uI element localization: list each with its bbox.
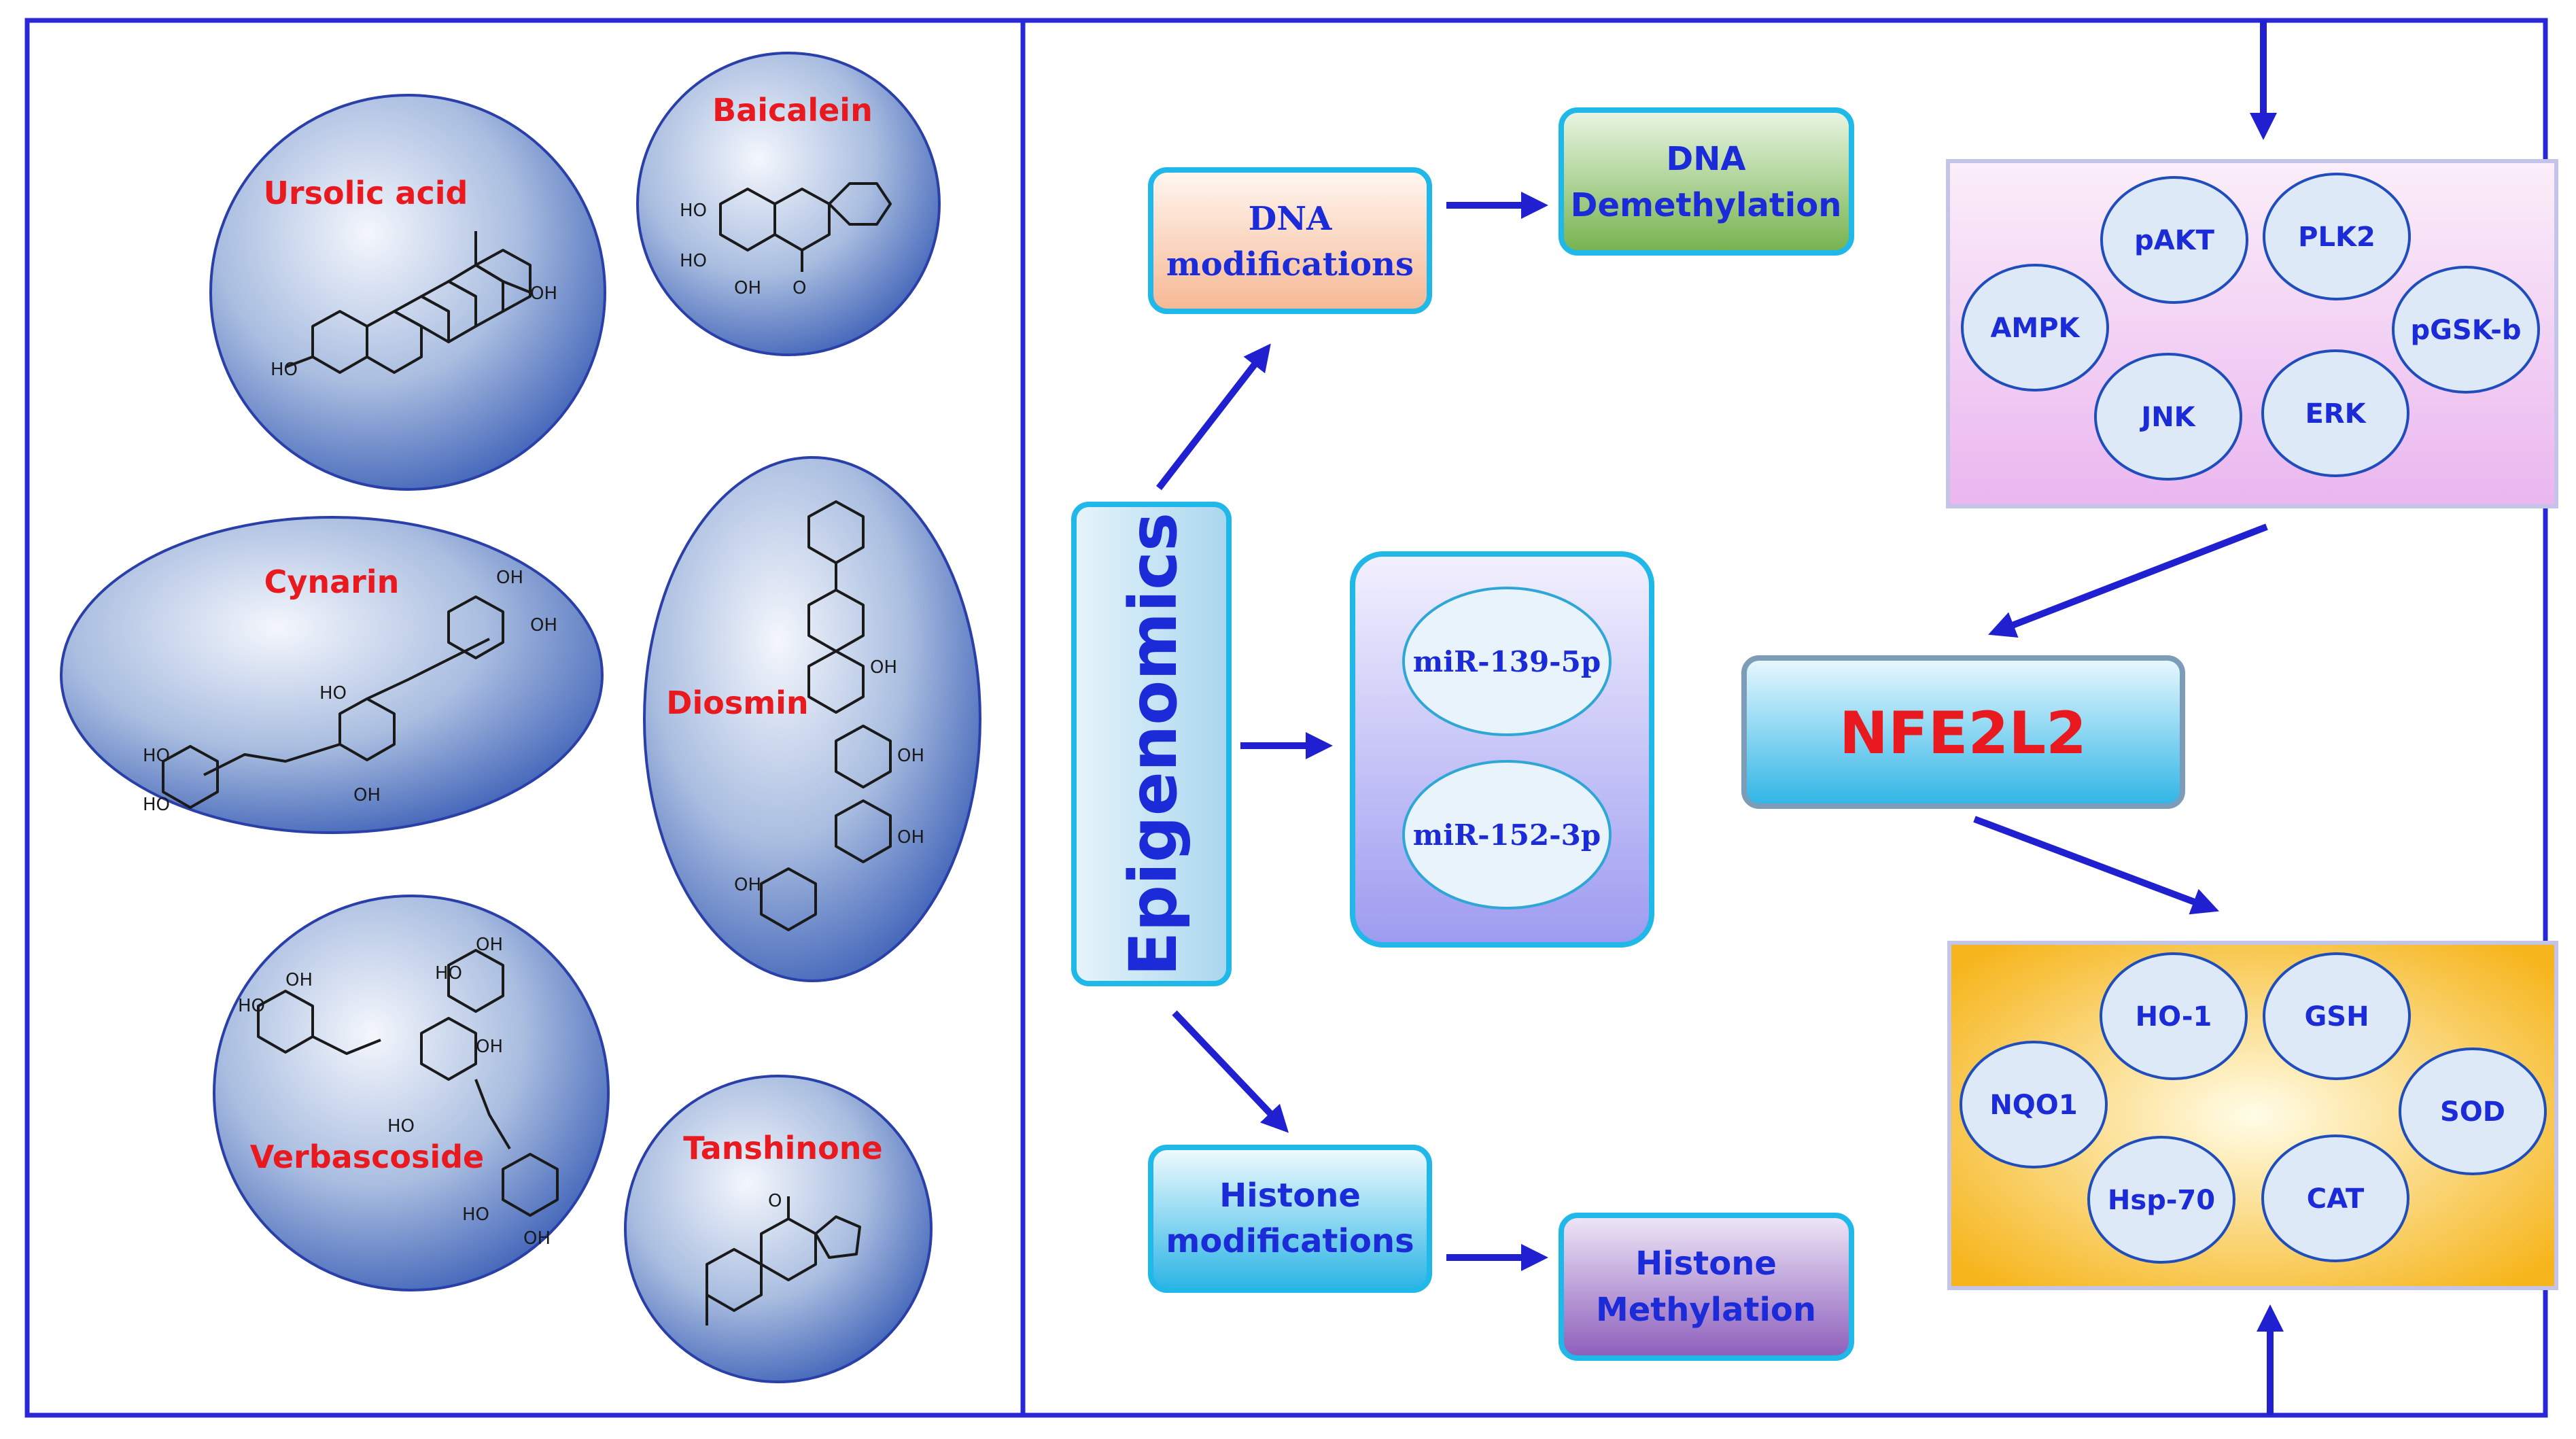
epigenomics-box: Epigenomics [1071,502,1232,986]
verbascoside-oh2-text: OH [476,935,503,955]
arrow-kinase-to-nfe [1988,523,2268,638]
gsh-label: GSH [2304,1001,2369,1033]
plk2-node [2263,173,2411,300]
plk2-label: PLK2 [2298,222,2375,253]
dna-demeth-line2: Demethylation [1571,186,1842,224]
sod-node [2399,1047,2547,1175]
verbascoside-oh3-text: OH [476,1037,503,1057]
mir-139-label: miR-139-5p [1413,645,1601,678]
pakt-node [2100,176,2248,304]
jnk-node [2094,353,2242,481]
cynarin-label: Cynarin [264,564,400,600]
ursolic-structure-icon [285,231,532,374]
cat-label: CAT [2307,1183,2365,1215]
verbascoside-ho4-text: HO [462,1204,489,1225]
cynarin-oh1-text: OH [496,568,523,588]
nqo1-node [1960,1041,2108,1168]
erk-label: ERK [2305,398,2367,430]
tanshinone-label: Tanshinone [683,1130,882,1166]
compound-cynarin: Cynarin HO HO OH OH HO OH [60,516,604,834]
dna-demethylation-box: DNA Demethylation [1559,107,1854,256]
compound-baicalein: Baicalein HO HO OH O [636,52,941,356]
arrow-epi-to-histone [1172,1010,1289,1133]
pgsk-label: pGSK-b [2410,315,2521,346]
arrow-nfe-to-antioxidant [1973,816,2219,915]
baicalein-label: Baicalein [712,92,873,128]
verbascoside-structure-icon [257,949,559,1217]
diosmin-oh3-text: OH [897,827,924,848]
diosmin-oh1-text: OH [870,657,897,678]
histone-meth-line2: Methylation [1596,1291,1816,1329]
ampk-label: AMPK [1990,313,2081,344]
histone-mod-line1: Histone [1219,1177,1361,1215]
hsp70-node [2087,1136,2235,1264]
baicalein-oh-text: OH [734,278,761,298]
histone-modifications-box: Histone modifications [1148,1145,1432,1293]
verbascoside-oh1-text: OH [285,970,313,990]
verbascoside-ho2-text: HO [435,963,462,984]
cynarin-ho3-text: HO [319,683,347,704]
epigenomics-label: Epigenomics [1115,513,1191,976]
compound-ursolic-acid: Ursolic acid HO OH [209,94,606,491]
cynarin-oh2-text: OH [530,615,557,636]
compound-tanshinone: Tanshinone O [624,1075,933,1383]
histone-mod-line2: modifications [1166,1222,1414,1260]
histone-meth-line1: Histone [1635,1245,1777,1283]
baicalein-o-text: O [793,278,806,298]
verbascoside-oh4-text: OH [523,1228,551,1249]
ursolic-ho-text: HO [271,360,298,380]
diosmin-oh4-text: OH [734,875,761,895]
kinase-panel: pAKT PLK2 AMPK pGSK-b JNK ERK [1946,159,2558,508]
diosmin-oh2-text: OH [897,746,924,766]
nfe2l2-label: NFE2L2 [1839,699,2087,767]
verbascoside-label: Verbascoside [250,1139,484,1175]
baicalein-structure-icon [719,182,892,272]
tanshinone-o-text: O [768,1191,782,1211]
tanshinone-structure-icon [706,1196,861,1325]
cynarin-oh3-text: OH [353,785,381,805]
sod-label: SOD [2440,1096,2505,1128]
mir-152-node [1402,760,1612,909]
arrow-epi-to-dna [1156,343,1271,491]
mir-139-node [1402,587,1612,736]
mir-152-label: miR-152-3p [1413,818,1601,852]
ho1-label: HO-1 [2136,1001,2212,1033]
verbascoside-ho1-text: HO [238,996,265,1016]
erk-node [2261,349,2409,477]
nfe2l2-box: NFE2L2 [1741,655,2185,809]
cynarin-ho2-text: HO [143,795,170,815]
cynarin-ho1-text: HO [143,746,170,766]
compound-diosmin: Diosmin OH OH OH OH [643,456,981,982]
diosmin-label: Diosmin [666,684,808,721]
ampk-node [1961,264,2109,392]
ursolic-oh-text: OH [530,283,557,304]
cynarin-structure-icon [162,595,504,809]
baicalein-ho1-text: HO [680,201,707,221]
dna-demeth-line1: DNA [1666,140,1745,178]
nqo1-label: NQO1 [1989,1090,2077,1121]
diosmin-structure-icon [760,500,892,931]
dna-mod-line1: DNA [1249,200,1333,238]
pakt-label: pAKT [2134,225,2215,256]
gsh-node [2263,952,2411,1080]
verbascoside-ho3-text: HO [387,1116,415,1137]
ursolic-label: Ursolic acid [264,175,468,211]
histone-methylation-box: Histone Methylation [1559,1213,1854,1361]
hsp70-label: Hsp-70 [2108,1185,2215,1216]
cat-node [2261,1134,2409,1262]
antioxidant-panel: HO-1 GSH NQO1 SOD Hsp-70 CAT [1947,941,2558,1290]
compound-verbascoside: Verbascoside HO OH HO OH OH HO HO OH [213,895,610,1291]
ho1-node [2100,952,2248,1080]
pgsk-node [2392,266,2540,394]
mirna-box: miR-139-5p miR-152-3p [1350,551,1654,948]
baicalein-ho2-text: HO [680,251,707,271]
dna-modifications-box: DNA modifications [1148,167,1432,314]
jnk-label: JNK [2139,402,2196,433]
dna-mod-line2: modifications [1166,245,1414,283]
